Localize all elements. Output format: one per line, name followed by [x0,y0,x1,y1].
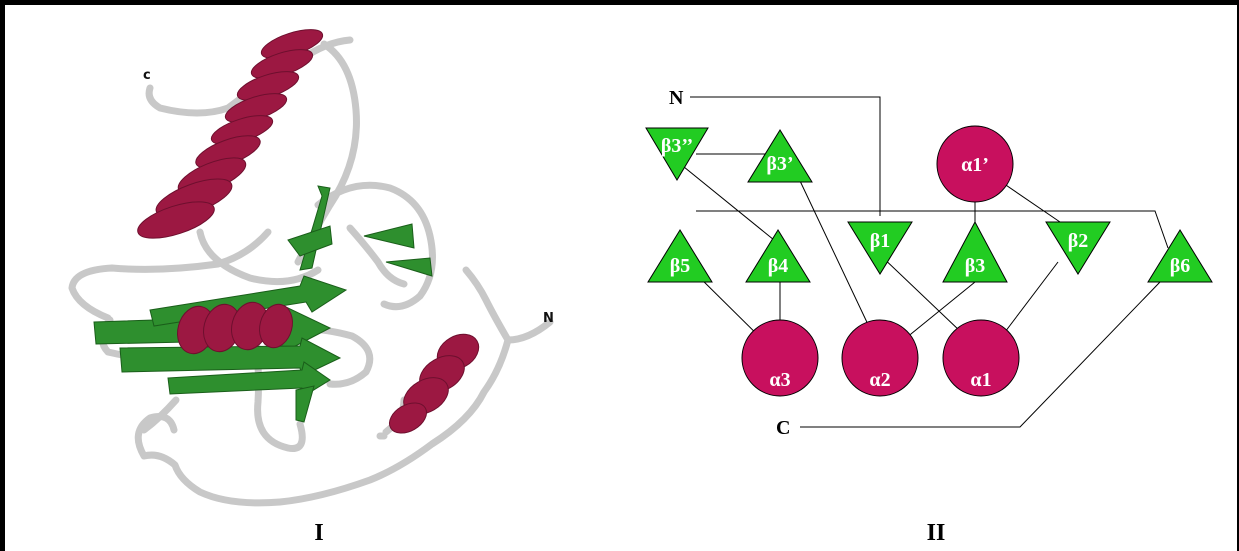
helix-a1: α1 [942,319,1020,397]
helix-a3: α3 [741,319,819,397]
strand-b3pp: β3’’ [645,127,709,181]
coil-backbone [68,36,554,507]
panel-ii-caption: II [927,520,946,546]
strand-label: β6 [1170,255,1191,277]
panel-i-c-terminus: c [143,68,151,83]
strand-b5: β5 [647,229,713,283]
panel-i-ribbon-structure: c N [68,29,554,507]
panel-ii-topology: β3’’ β3’ β5 β4 β1 β3 β2 β6 [645,87,1213,439]
strand-b1: β1 [847,221,913,275]
topology-connectors [667,96,1169,428]
helix-label: α2 [869,369,890,391]
panel-i-caption: I [314,520,323,546]
helix-label: α3 [769,369,790,391]
helix-label: α1’ [961,154,989,176]
strand-label: β3’’ [661,135,693,157]
panel-i-n-terminus: N [543,311,554,326]
strand-b6: β6 [1147,229,1213,283]
strand-label: β4 [768,255,789,277]
ribbon-helix-right [389,333,480,434]
panel-ii-n-terminus: N [669,87,684,109]
strand-label: β3’ [766,153,793,175]
strand-label: β2 [1068,230,1089,252]
ribbon-helix-middle [177,301,293,355]
strand-b3: β3 [942,220,1008,283]
helix-a2: α2 [841,319,919,397]
helix-a1p: α1’ [936,125,1014,203]
strand-b3p: β3’ [747,129,813,183]
ribbon-helix-top [137,29,324,239]
strand-label: β5 [670,255,691,277]
strand-b4: β4 [745,229,811,283]
strand-b2: β2 [1045,221,1111,275]
helix-label: α1 [970,369,991,391]
strand-label: β3 [965,255,986,277]
strand-label: β1 [870,230,891,252]
panel-ii-c-terminus: C [776,417,790,439]
